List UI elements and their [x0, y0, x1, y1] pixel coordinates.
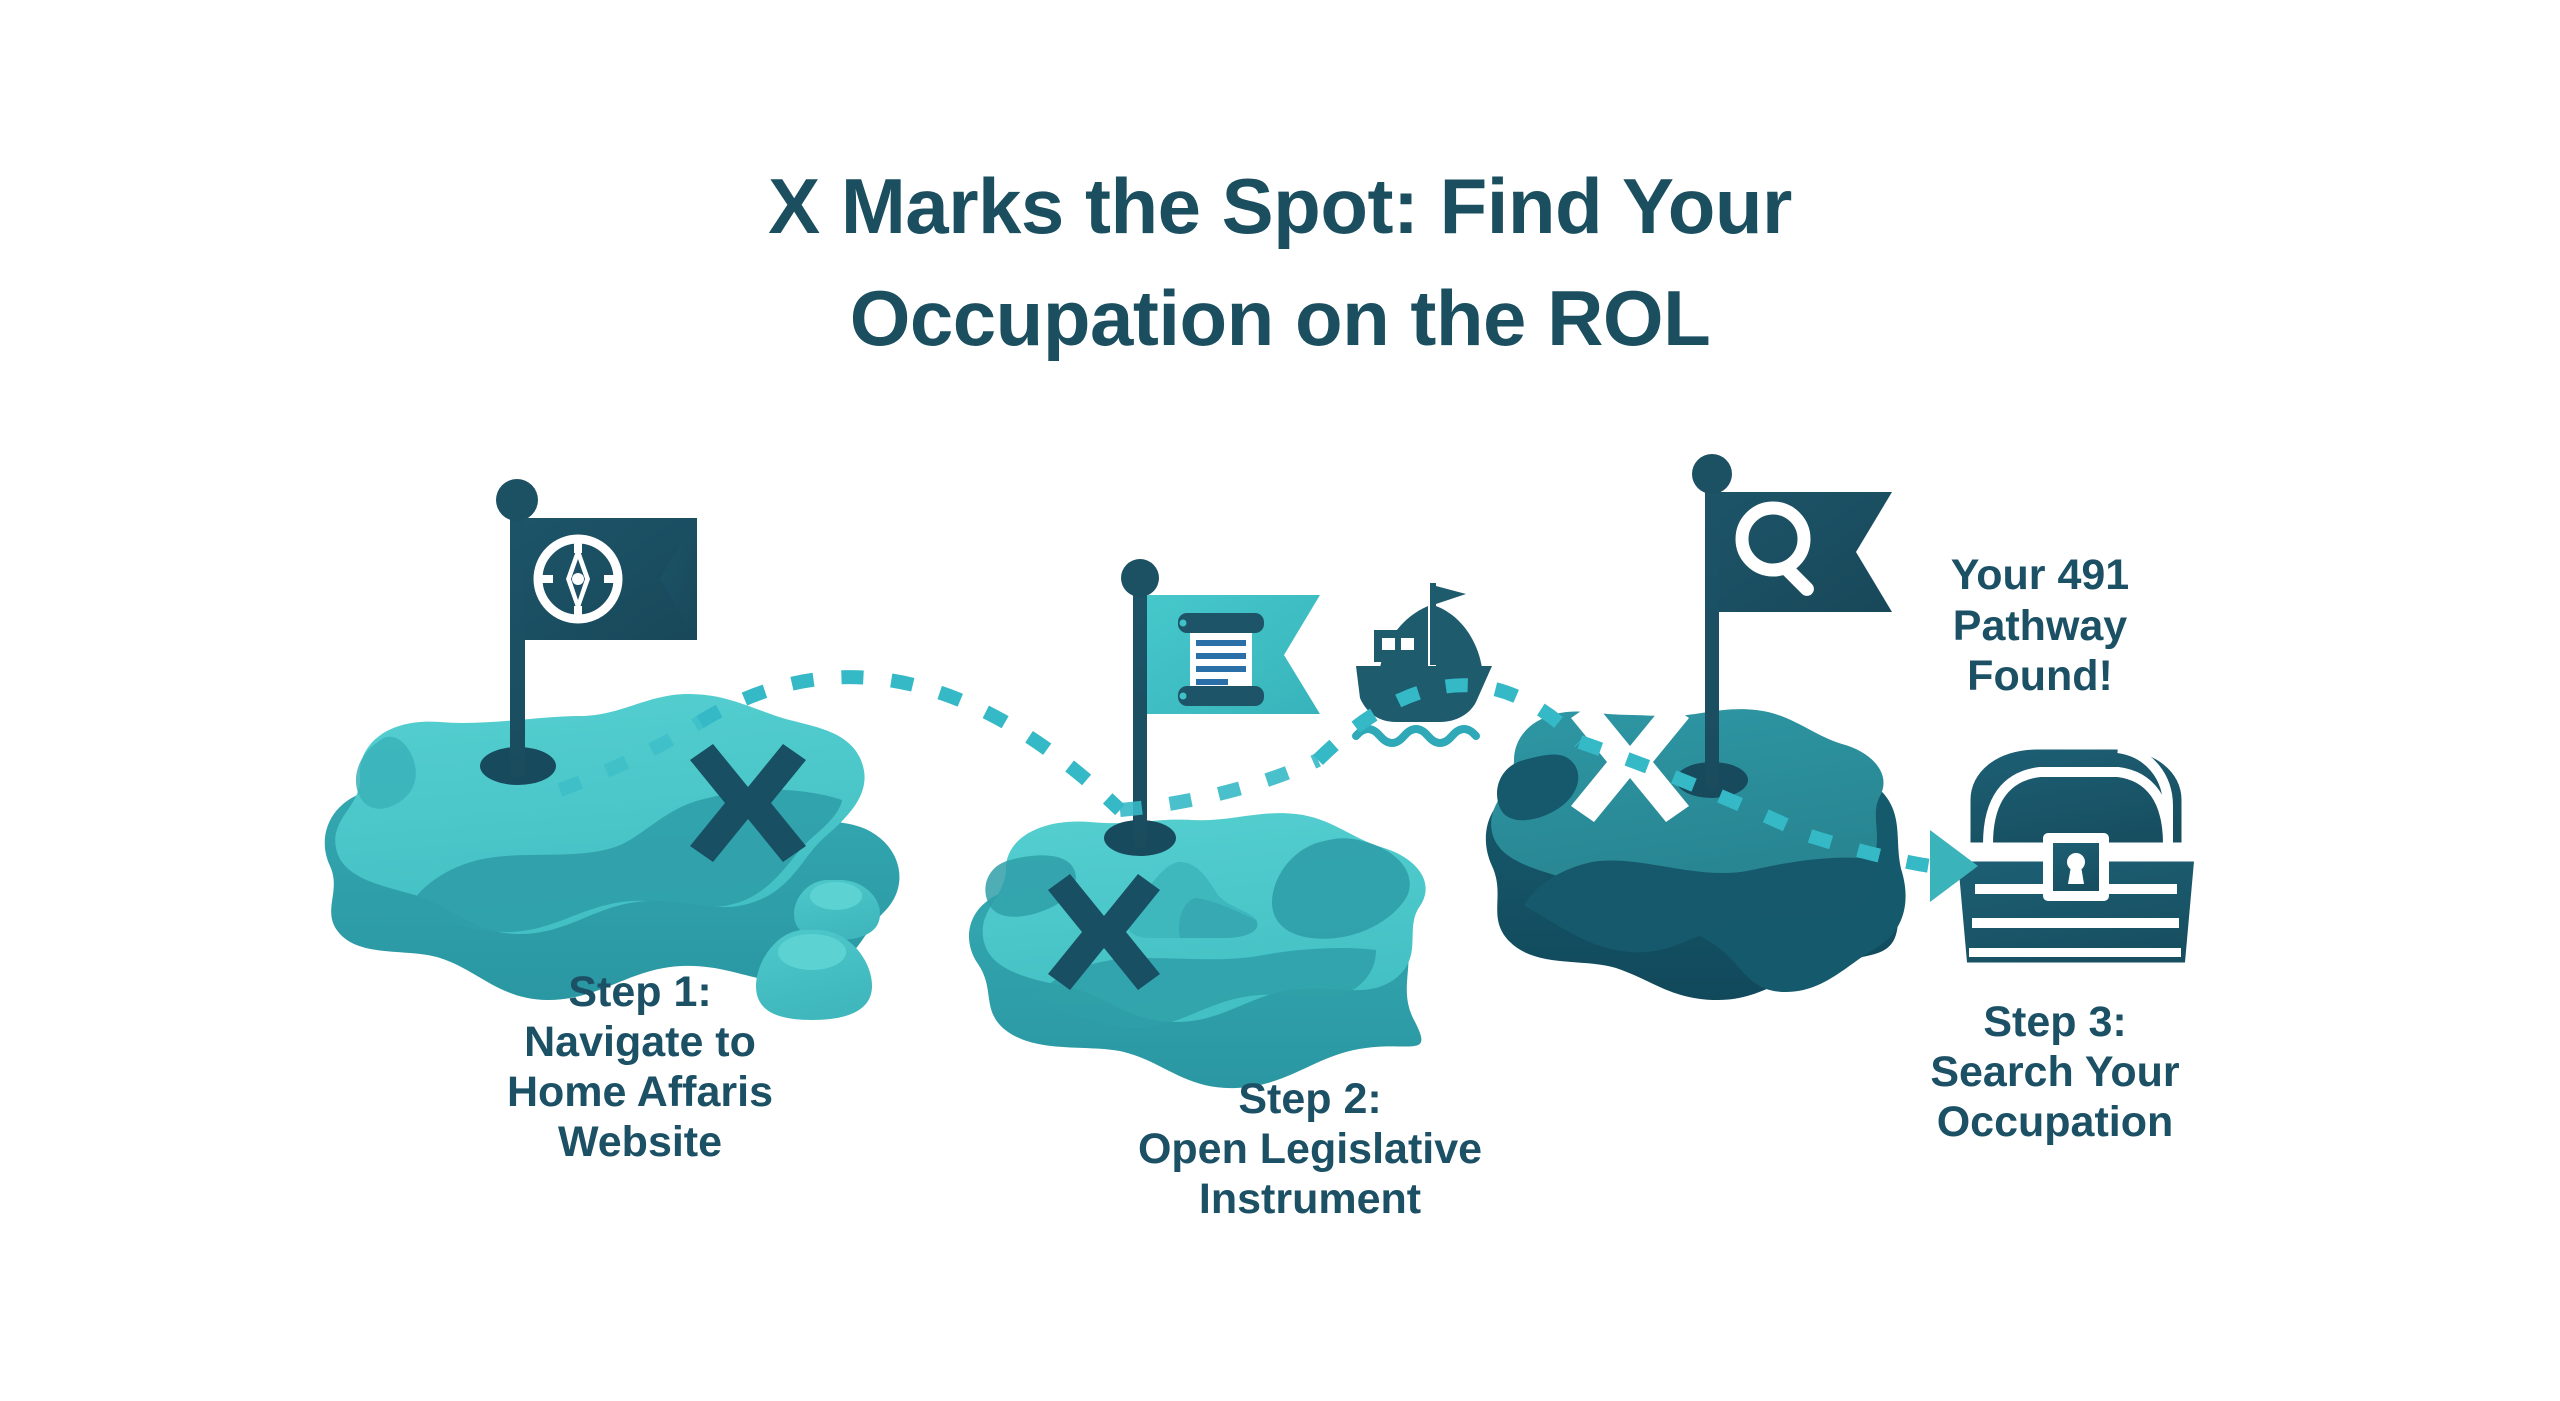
flag-3-finial: [1692, 454, 1732, 494]
flag-3-group: [1692, 454, 1892, 790]
treasure-path-dashes: [557, 670, 1932, 873]
island-3-bottom-shade: [1524, 857, 1879, 953]
sailing-ship-icon: [1352, 583, 1492, 747]
island-2-group: [968, 813, 1426, 1089]
compass-icon: [533, 534, 623, 624]
treasure-chest-icon: [1946, 738, 2206, 974]
flag-1-finial: [496, 479, 538, 521]
path-segment-island1: [557, 716, 704, 797]
path-arrow-head: [1930, 830, 1978, 902]
island-3-left-shade: [1497, 754, 1579, 821]
flag-2-finial: [1121, 559, 1159, 597]
path-segment-island3: [1577, 735, 1813, 843]
island-1-x-mark: [690, 744, 806, 862]
flag-3-pole: [1705, 474, 1719, 790]
scroll-document-icon: [1178, 613, 1264, 706]
island-3-group: [1485, 702, 1906, 1000]
path-segment-1-to-2: [696, 670, 1125, 816]
flag-2-group: [1121, 559, 1320, 848]
flag-1-group: [496, 479, 697, 778]
magnifier-icon: [1735, 501, 1814, 596]
path-segment-island2: [1119, 753, 1321, 817]
island-1-group: [324, 694, 900, 1020]
island-2-hill: [1128, 862, 1258, 938]
island-2-left-lobe-shade: [985, 855, 1076, 917]
ship-waves: [1352, 725, 1480, 747]
flag-1-banner-tail: [658, 518, 697, 640]
island-2-x-mark: [1048, 874, 1160, 990]
island-2-right-lobe-shade: [1272, 838, 1410, 939]
path-segment-to-chest: [1807, 829, 1932, 873]
flag-2-pole: [1133, 578, 1147, 848]
island-1-inner-shade: [355, 736, 416, 809]
path-segment-2-to-3: [1313, 678, 1585, 765]
island-1-rocks: [756, 880, 880, 1020]
flag-1-pole: [510, 500, 525, 778]
